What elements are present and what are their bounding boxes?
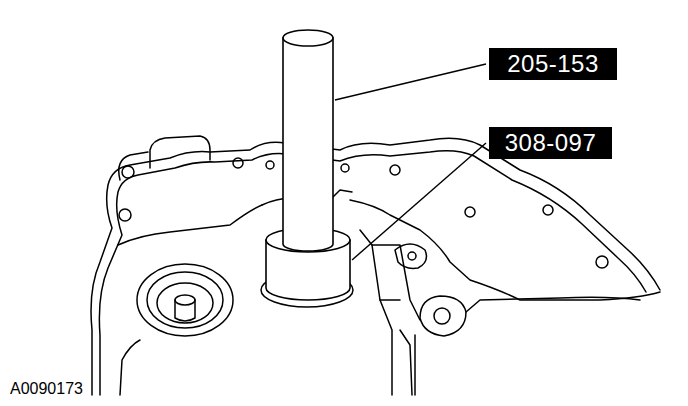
- case-port: [395, 244, 426, 268]
- driver-handle: [283, 30, 333, 46]
- callout-box: 308-097: [489, 127, 612, 159]
- case-edge: [120, 340, 140, 395]
- bore: [157, 283, 213, 323]
- case-flange-outline: [91, 138, 660, 395]
- case-rib: [400, 330, 412, 395]
- bore: [137, 264, 233, 336]
- bolt-hole: [266, 161, 274, 169]
- case-edge: [466, 297, 640, 312]
- bolt-hole: [390, 165, 400, 175]
- figure-number: A0090173: [10, 381, 83, 397]
- bolt-hole: [465, 207, 475, 217]
- case-port: [408, 252, 416, 260]
- case-rib: [380, 299, 400, 301]
- case-wall: [350, 200, 660, 300]
- bolt-hole: [596, 256, 608, 268]
- callout-box: 205-153: [489, 48, 617, 80]
- bore: [147, 272, 223, 328]
- bolt-hole: [434, 308, 450, 324]
- leader-line: [352, 143, 486, 260]
- driver-handle: [283, 38, 333, 251]
- bolt-hole: [122, 166, 134, 178]
- bolt-hole: [543, 205, 553, 215]
- case-boss: [150, 136, 210, 168]
- shaft: [175, 295, 195, 305]
- bolt-hole: [233, 158, 243, 168]
- leader-line: [335, 64, 486, 100]
- tool-number: 205-153: [507, 52, 599, 76]
- bolt-hole: [119, 209, 131, 221]
- case-lug: [420, 296, 466, 336]
- case-boss: [119, 152, 148, 180]
- case-edge: [414, 335, 416, 395]
- case-wall: [118, 205, 262, 245]
- bolt-hole: [341, 164, 349, 172]
- tool-number: 308-097: [505, 131, 597, 155]
- case-rib: [360, 230, 392, 395]
- case-flange-inner: [99, 151, 646, 395]
